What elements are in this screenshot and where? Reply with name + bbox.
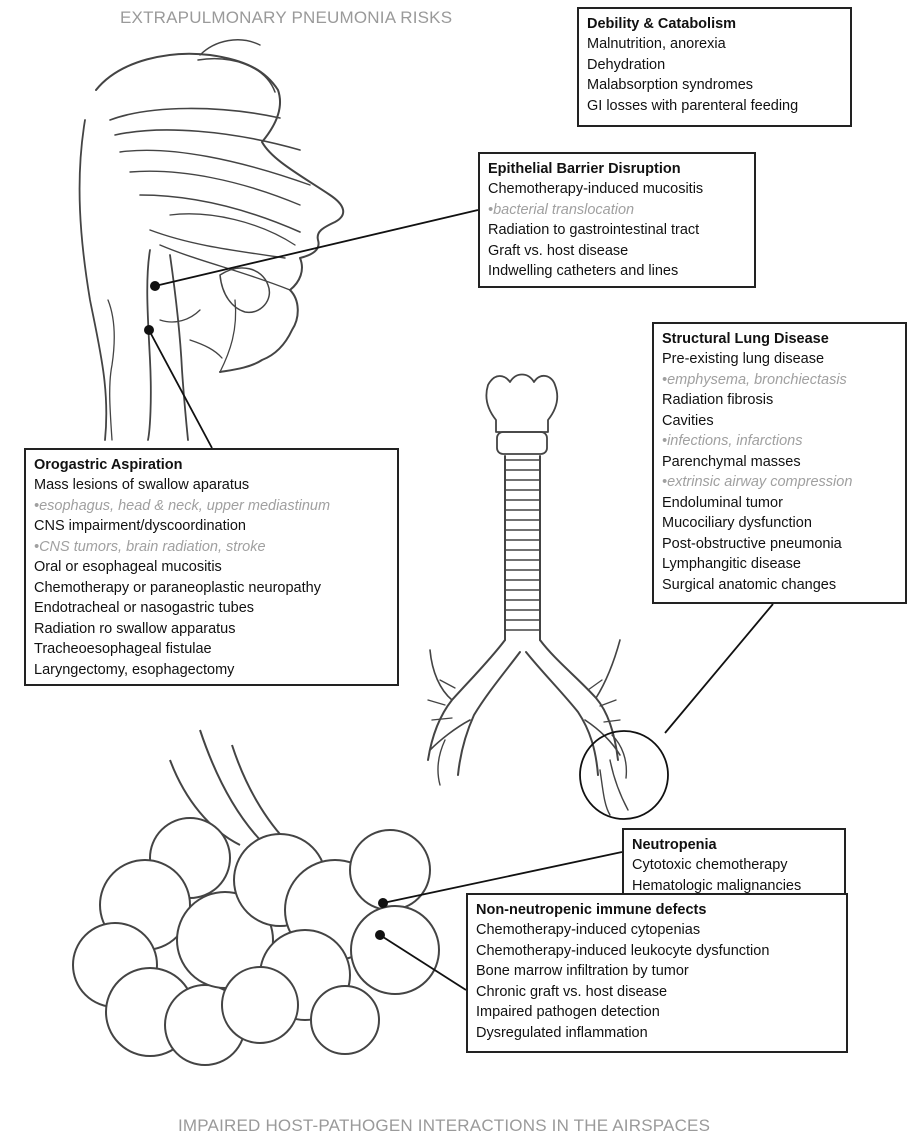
box-line: Tracheoesophageal fistulae	[34, 639, 389, 660]
box-line: Bone marrow infiltration by tumor	[476, 961, 838, 982]
structural-lung-disease-box: Structural Lung Disease Pre-existing lun…	[652, 322, 907, 604]
non-neutropenic-immune-defects-box: Non-neutropenic immune defects Chemother…	[466, 893, 848, 1053]
box-subnote: •esophagus, head & neck, upper mediastin…	[34, 496, 389, 517]
box-line: Graft vs. host disease	[488, 241, 746, 262]
box-line: Mucociliary dysfunction	[662, 513, 897, 534]
box-line: Surgical anatomic changes	[662, 575, 897, 596]
box-line: Malabsorption syndromes	[587, 75, 842, 96]
box-subnote: •emphysema, bronchiectasis	[662, 370, 897, 391]
orogastric-marker-dot	[144, 325, 154, 335]
box-line: Laryngectomy, esophagectomy	[34, 660, 389, 681]
box-line: Parenchymal masses	[662, 452, 897, 473]
box-subnote: •extrinsic airway compression	[662, 472, 897, 493]
orogastric-aspiration-box: Orogastric Aspiration Mass lesions of sw…	[24, 448, 399, 686]
box-subnote: •infections, infarctions	[662, 431, 897, 452]
box-subnote: •bacterial translocation	[488, 200, 746, 221]
trachea-bronchial-tree-drawing	[428, 375, 628, 816]
head-neck-sagittal-drawing	[80, 40, 344, 440]
box-line: Chemotherapy or paraneoplastic neuropath…	[34, 578, 389, 599]
box-line: Chemotherapy-induced leukocyte dysfuncti…	[476, 941, 838, 962]
box-line: Endotracheal or nasogastric tubes	[34, 598, 389, 619]
debility-catabolism-box: Debility & Catabolism Malnutrition, anor…	[577, 7, 852, 127]
box-line: Pre-existing lung disease	[662, 349, 897, 370]
structural-box-title: Structural Lung Disease	[662, 329, 897, 349]
epithelial-barrier-box: Epithelial Barrier Disruption Chemothera…	[478, 152, 756, 288]
box-line: Malnutrition, anorexia	[587, 34, 842, 55]
box-subnote: •CNS tumors, brain radiation, stroke	[34, 537, 389, 558]
top-heading: EXTRAPULMONARY PNEUMONIA RISKS	[120, 8, 452, 28]
box-line: Endoluminal tumor	[662, 493, 897, 514]
box-line: Indwelling catheters and lines	[488, 261, 746, 282]
orogastric-box-title: Orogastric Aspiration	[34, 455, 389, 475]
box-line: GI losses with parenteral feeding	[587, 96, 842, 117]
neutropenia-box-title: Neutropenia	[632, 835, 836, 855]
connector-epithelial	[155, 210, 478, 286]
bottom-heading: IMPAIRED HOST-PATHOGEN INTERACTIONS IN T…	[178, 1116, 710, 1136]
debility-box-title: Debility & Catabolism	[587, 14, 842, 34]
epithelial-marker-dot	[150, 281, 160, 291]
box-line: Mass lesions of swallow aparatus	[34, 475, 389, 496]
box-line: Radiation to gastrointestinal tract	[488, 220, 746, 241]
neutropenia-marker-dot	[378, 898, 388, 908]
box-line: CNS impairment/dyscoordination	[34, 516, 389, 537]
bronchiole-highlight-circle	[580, 731, 668, 819]
alveoli-cluster-drawing	[73, 730, 439, 1065]
box-line: Impaired pathogen detection	[476, 1002, 838, 1023]
epithelial-box-title: Epithelial Barrier Disruption	[488, 159, 746, 179]
box-line: Chemotherapy-induced cytopenias	[476, 920, 838, 941]
nonneutropenic-marker-dot	[375, 930, 385, 940]
box-line: Post-obstructive pneumonia	[662, 534, 897, 555]
box-line: Chronic graft vs. host disease	[476, 982, 838, 1003]
box-line: Lymphangitic disease	[662, 554, 897, 575]
box-line: Dehydration	[587, 55, 842, 76]
box-line: Chemotherapy-induced mucositis	[488, 179, 746, 200]
box-line: Dysregulated inflammation	[476, 1023, 838, 1044]
box-line: Radiation fibrosis	[662, 390, 897, 411]
box-line: Cavities	[662, 411, 897, 432]
box-line: Cytotoxic chemotherapy	[632, 855, 836, 876]
box-line: Oral or esophageal mucositis	[34, 557, 389, 578]
nonneutropenic-box-title: Non-neutropenic immune defects	[476, 900, 838, 920]
connector-structural	[665, 604, 773, 733]
box-line: Radiation ro swallow apparatus	[34, 619, 389, 640]
